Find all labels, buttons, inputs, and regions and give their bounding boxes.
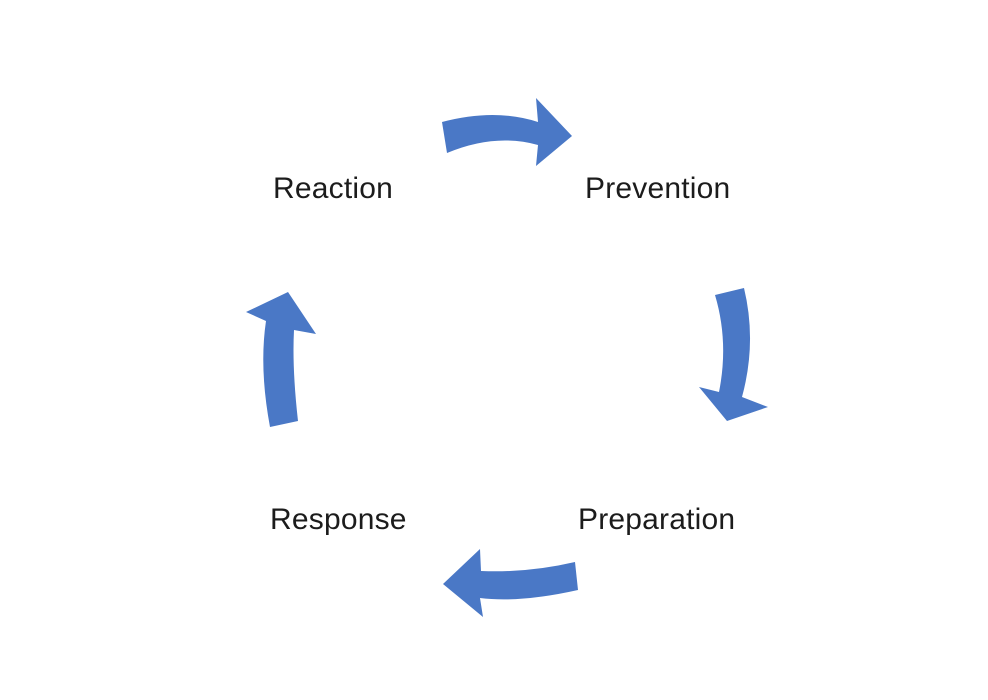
curved-arrow-down-icon (699, 288, 768, 421)
stage-label-reaction: Reaction (273, 172, 394, 205)
stage-label-response: Response (270, 503, 407, 536)
curved-arrow-up-icon (246, 292, 316, 427)
stage-label-prevention: Prevention (585, 172, 731, 205)
stage-label-preparation: Preparation (578, 503, 736, 536)
curved-arrow-left-icon (443, 549, 578, 617)
curved-arrow-right-icon (442, 98, 572, 166)
